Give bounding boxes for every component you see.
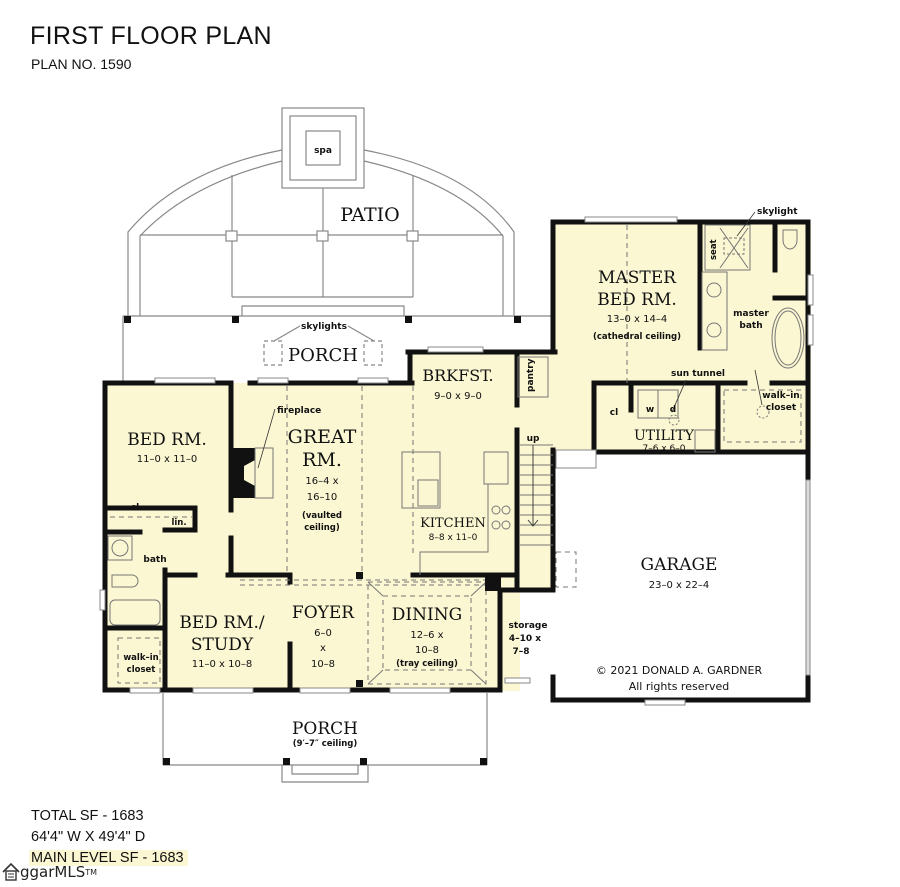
pantry-label: pantry [526, 358, 536, 392]
utility-fixtures [637, 379, 716, 453]
dining-dims-2: 10–8 [415, 645, 439, 656]
garage-dims: 23–0 x 22–4 [649, 580, 709, 591]
trademark: TM [85, 867, 98, 877]
mls-text: ggarMLS [20, 863, 86, 881]
tray-ceiling-lines [367, 581, 487, 685]
utility-name: UTILITY [634, 428, 695, 444]
utility-dims: 7–6 x 6–0 [643, 444, 686, 454]
study-dims: 11–0 x 10–8 [192, 659, 252, 670]
storage-name: storage [509, 621, 548, 631]
copyright-line-1: © 2021 DONALD A. GARDNER [596, 664, 763, 677]
great-name-1: GREAT [288, 426, 357, 448]
foyer-name: FOYER [292, 603, 355, 623]
front-porch-label: PORCH [292, 719, 358, 739]
ceiling-lines [110, 225, 802, 685]
kitchen-dims: 8–8 x 11–0 [429, 533, 478, 543]
columns [356, 572, 501, 687]
study-name-1: BED RM./ [179, 613, 265, 633]
rear-porch [122, 315, 553, 382]
interior [105, 222, 811, 691]
front-porch [162, 693, 488, 783]
patio-label: PATIO [340, 204, 399, 226]
bath-label: bath [143, 555, 166, 565]
walkin-master-name-2: closet [766, 403, 797, 413]
overall-dimensions: 64'4" W X 49'4" D [31, 829, 146, 845]
foyer-dims-1: 6–0 [314, 628, 332, 639]
dining-name: DINING [392, 605, 462, 625]
front-porch-ceiling: (9′–7″ ceiling) [293, 739, 358, 749]
storage-area [520, 590, 555, 676]
walkin-master-name-1: walk–in [762, 391, 799, 401]
foyer-dims-3: 10–8 [311, 659, 335, 670]
storage-dims-2: 7–8 [512, 647, 529, 657]
spa [281, 107, 365, 189]
main-level-sf: MAIN LEVEL SF - 1683 [29, 850, 188, 866]
bath-fixtures [107, 535, 161, 626]
fireplace-label: fireplace [277, 406, 321, 416]
brkfst-name: BRKFST. [422, 366, 493, 385]
garage-name: GARAGE [641, 555, 718, 575]
page-title: FIRST FLOOR PLAN [30, 22, 272, 50]
master-bath-fixtures [701, 224, 805, 419]
garage-steps [555, 449, 597, 469]
stairs[interactable] [519, 444, 553, 546]
plan-stats: TOTAL SF - 1683 64'4" W X 49'4" D MAIN L… [29, 806, 188, 869]
copyright-line-2: All rights reserved [629, 680, 730, 693]
great-ceiling-1: (vaulted [302, 511, 342, 521]
great-ceiling-2: ceiling) [304, 523, 340, 533]
total-sf: TOTAL SF - 1683 [31, 808, 144, 824]
sun-tunnel-label: sun tunnel [671, 369, 725, 379]
kitchen-fixtures [401, 451, 511, 575]
dryer-label: d [670, 405, 676, 415]
bed-dims: 11–0 x 11–0 [137, 454, 197, 465]
great-dims-1: 16–4 x [305, 476, 338, 487]
master-dims: 13–0 x 14–4 [607, 314, 667, 325]
linen-label: lin. [171, 518, 186, 528]
master-ceiling: (cathedral ceiling) [593, 332, 681, 342]
patio [127, 149, 515, 316]
plan-number: PLAN NO. 1590 [31, 56, 132, 72]
bed-closet-label: cl [131, 503, 139, 513]
bed-name: BED RM. [127, 430, 207, 450]
great-dims-2: 16–10 [307, 492, 337, 503]
study-walkin-1: walk–in [123, 653, 158, 663]
pantry-shelf [517, 356, 549, 398]
kitchen-name: KITCHEN [420, 516, 486, 531]
seat-label: seat [709, 239, 719, 260]
skylight-label: skylight [757, 207, 798, 217]
skylights-label: skylights [301, 322, 347, 332]
brkfst-dims: 9–0 x 9–0 [434, 391, 482, 402]
rear-porch-label: PORCH [288, 345, 358, 366]
great-name-2: RM. [302, 449, 342, 471]
spa-label: spa [314, 146, 332, 156]
master-bath-name-1: master [733, 309, 769, 319]
porch-posts [124, 316, 521, 323]
garage-area [553, 451, 811, 701]
storage-dims-1: 4–10 x [509, 634, 541, 644]
study-walkin-2: closet [127, 665, 156, 675]
washer-label: w [646, 405, 654, 415]
master-name-1: MASTER [598, 268, 677, 288]
foyer-dims-2: x [320, 643, 326, 654]
master-name-2: BED RM. [597, 290, 677, 310]
front-porch-posts [163, 758, 487, 765]
stairs-up-label[interactable]: up [527, 434, 540, 444]
windows [99, 216, 814, 706]
fireplace [231, 408, 276, 499]
house-logo-icon [2, 862, 20, 881]
study-name-2: STUDY [191, 635, 254, 655]
utility-closet-label: cl [610, 408, 618, 418]
master-bath-name-2: bath [739, 321, 762, 331]
dining-dims-1: 12–6 x [410, 630, 443, 641]
dining-ceiling: (tray ceiling) [396, 659, 458, 669]
